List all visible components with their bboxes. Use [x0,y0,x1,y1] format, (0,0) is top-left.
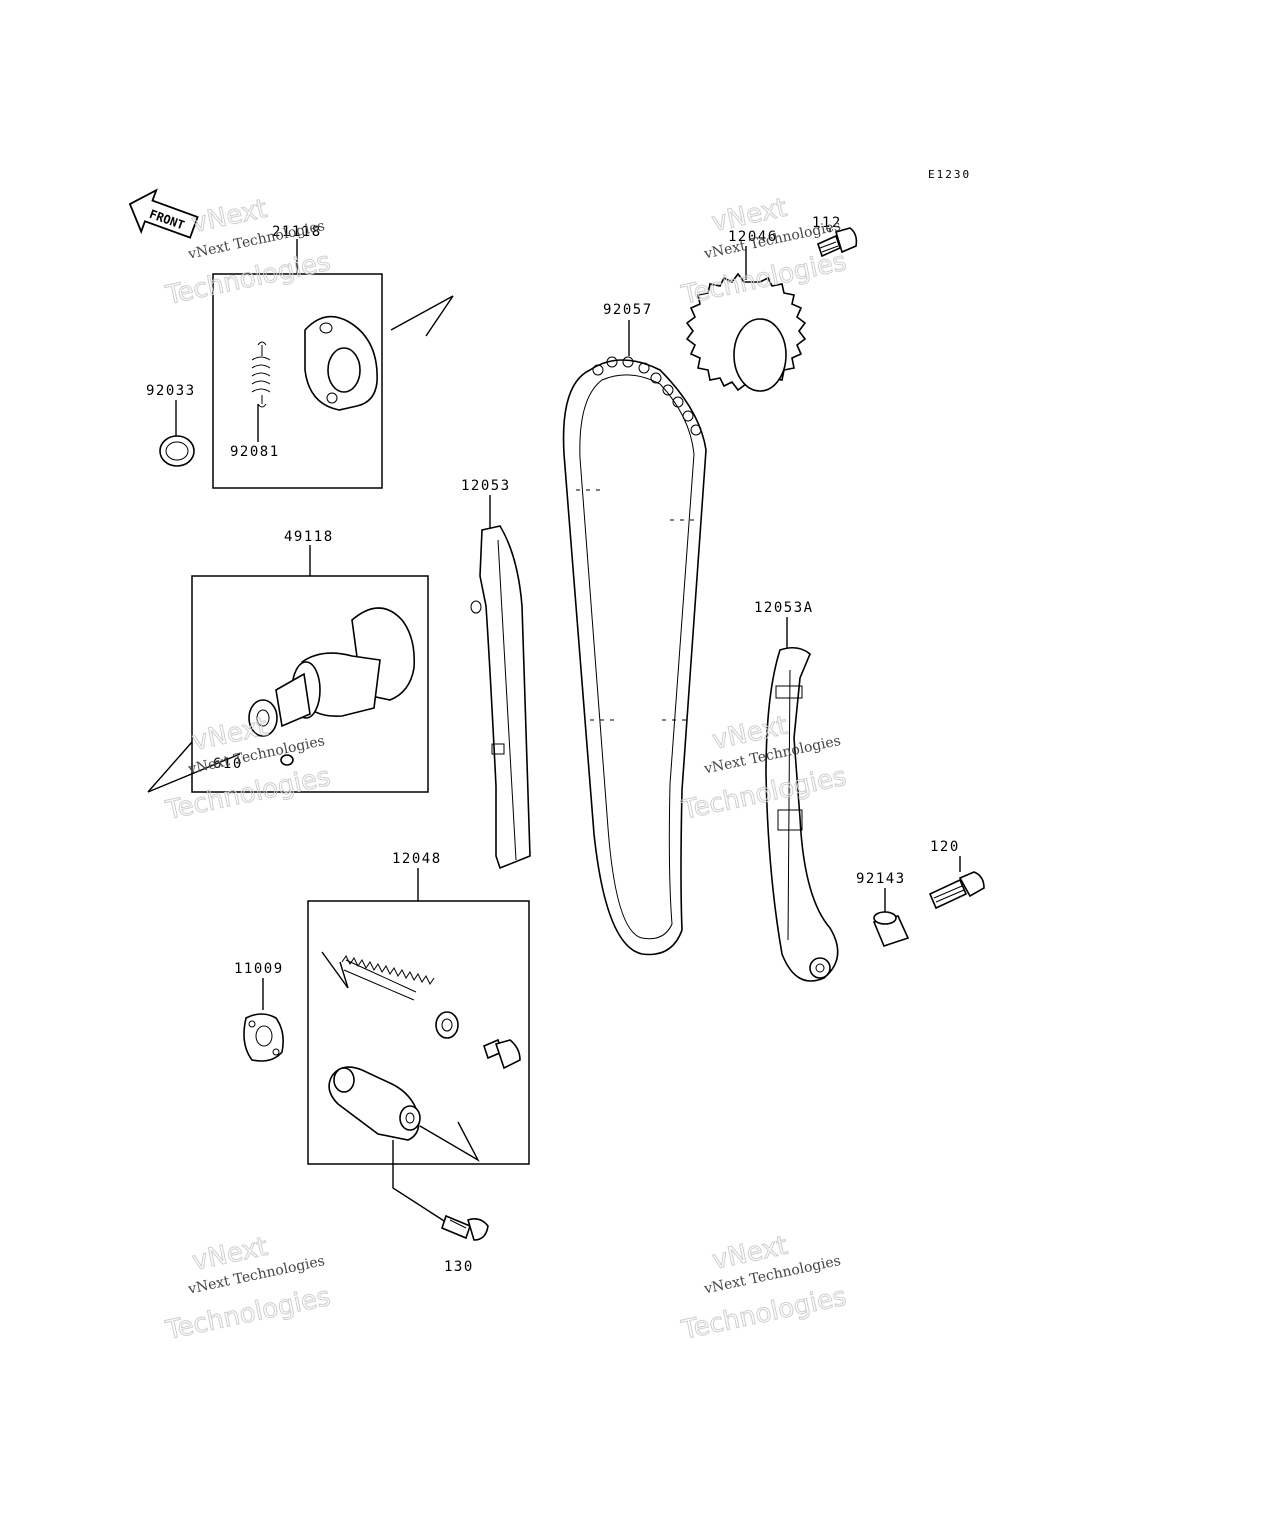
watermark-1: vNext vNext Technologies Technologies [162,193,334,311]
part-label-11009: 11009 [234,961,284,977]
part-label-92081: 92081 [230,444,280,460]
spring-92081 [251,341,271,408]
tensioner-body [328,1066,421,1141]
tensioner-guide-12053A [765,646,839,982]
part-label-610: 610 [213,756,243,772]
cap-bolt [483,1038,521,1070]
collar-92143 [872,911,910,947]
washer [435,1011,459,1039]
assembly-49118: 49118 610 [147,529,429,793]
tensioner-spring [341,955,435,1001]
bolt-112 [817,227,858,258]
part-label-130: 130 [444,1259,474,1275]
part-label-92033: 92033 [146,383,196,399]
watermark-5: vNext vNext Technologies Technologies [162,1231,334,1346]
assembly-12048: 12048 [307,851,530,1165]
watermark-4: vNext vNext Technologies Technologies [678,710,850,826]
part-label-120: 120 [930,839,960,855]
part-label-12046: 12046 [728,229,778,245]
part-label-12048: 12048 [392,851,442,867]
cam-sprocket-12046 [685,272,807,392]
bolt-120 [928,871,985,910]
bolt-130 [441,1214,489,1241]
watermark-3: vNext vNext Technologies Technologies [162,711,334,826]
cam-weight [304,315,378,411]
chain-links [592,356,702,436]
part-label-112: 112 [812,215,842,231]
part-label-92143: 92143 [856,871,906,887]
part-label-12053: 12053 [461,478,511,494]
gasket-11009 [243,1013,284,1062]
part-label-49118: 49118 [284,529,334,545]
assembly-21118: 21118 92081 [212,224,454,489]
pin-610 [280,754,294,766]
circlip-92033 [159,435,195,467]
part-label-12053A: 12053A [754,600,814,616]
part-label-21118: 21118 [272,224,322,240]
chain-guide-12053 [470,525,531,870]
part-label-92057: 92057 [603,302,653,318]
camshaft [248,607,416,737]
watermark-6: vNext vNext Technologies Technologies [678,1230,850,1346]
diagram-code: E1230 [928,168,971,181]
cam-chain-92057 [562,356,707,956]
front-arrow-icon: FRONT [128,188,199,239]
